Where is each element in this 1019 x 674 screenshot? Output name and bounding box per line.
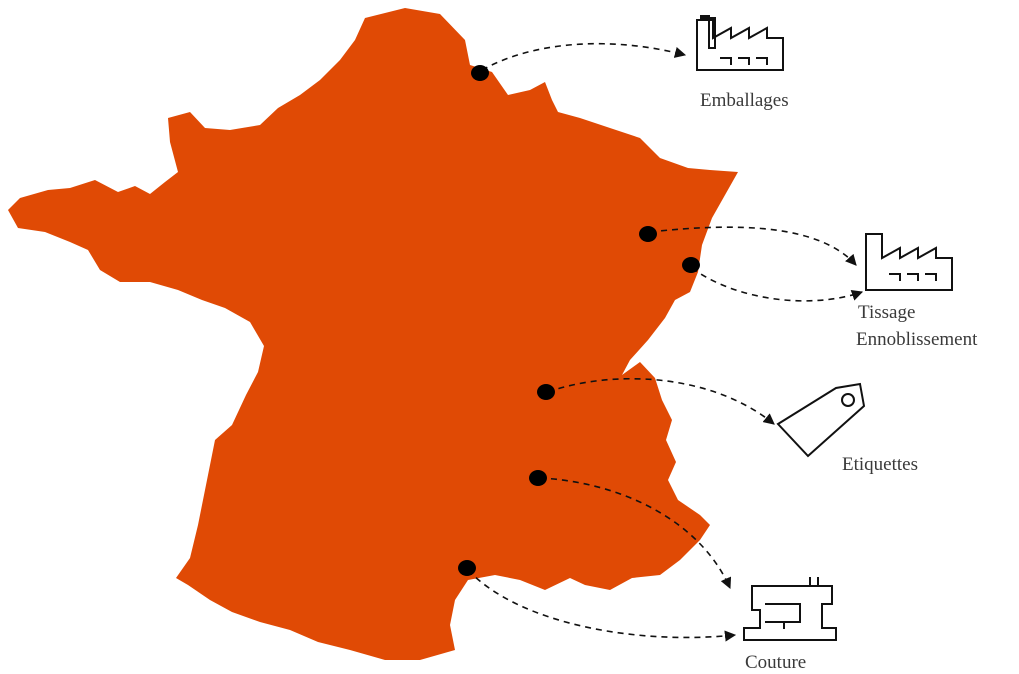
label-ennoblissement: Ennoblissement xyxy=(856,329,978,350)
marker-east-1 xyxy=(639,226,657,242)
sewing-machine-icon xyxy=(743,577,837,641)
arrow-north-emballages xyxy=(481,42,687,71)
arrow-southeast-couture xyxy=(539,477,732,590)
marker-center-east xyxy=(537,384,555,400)
arrow-east1-tissage xyxy=(649,226,857,266)
label-etiquettes: Etiquettes xyxy=(842,454,918,475)
marker-east-2 xyxy=(682,257,700,273)
factory-icon xyxy=(696,15,784,71)
label-emballages: Emballages xyxy=(700,90,789,111)
marker-south-west xyxy=(458,560,476,576)
arrow-southwest-couture xyxy=(467,569,737,642)
tag-icon xyxy=(776,382,866,458)
marker-south-east xyxy=(529,470,547,486)
label-couture: Couture xyxy=(745,652,806,673)
france-map xyxy=(8,8,738,660)
arrow-east2-tissage xyxy=(691,267,864,302)
arrow-centereast-etiquettes xyxy=(547,377,775,425)
label-tissage: Tissage xyxy=(858,302,915,323)
marker-north xyxy=(471,65,489,81)
factory-icon xyxy=(865,233,953,291)
